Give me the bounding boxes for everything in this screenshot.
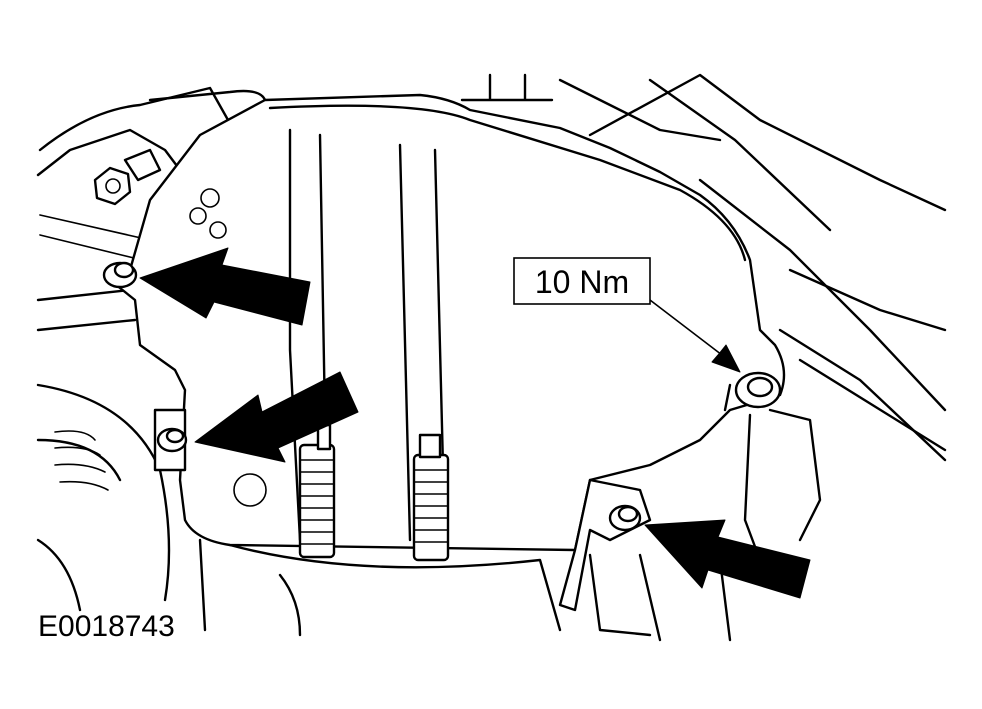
arrow-middle-left: [194, 371, 359, 463]
torque-callout-box: [513, 257, 651, 305]
figure-id: E0018743: [38, 610, 175, 643]
bolt-middle-left: [153, 408, 188, 472]
bolt-right: [723, 371, 782, 412]
arrow-callout-pointer: [711, 344, 741, 373]
callout-leader-line: [649, 299, 723, 356]
engine-background-lines: [36, 73, 947, 642]
stud-left: [298, 423, 336, 559]
torque-callout: 10 Nm: [513, 257, 651, 305]
stud-right: [412, 433, 450, 562]
threaded-studs: [298, 423, 450, 562]
bolt-top-left: [102, 261, 138, 289]
arrow-bottom: [644, 519, 811, 599]
torque-callout-text: 10 Nm: [535, 264, 629, 300]
bolt-bottom: [608, 504, 642, 532]
location-arrows: [139, 247, 811, 599]
cover-bolts: [102, 261, 782, 532]
arrow-top-left: [139, 247, 311, 326]
